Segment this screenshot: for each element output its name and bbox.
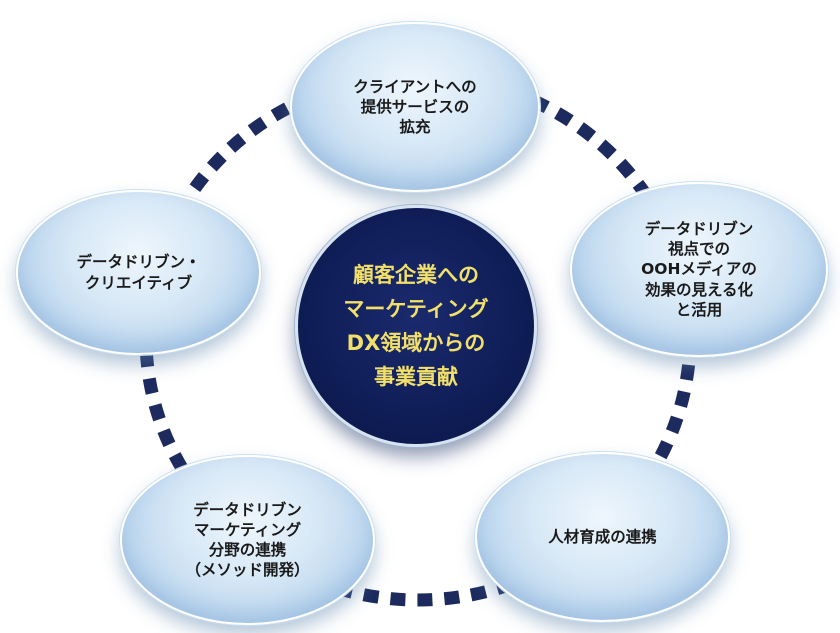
node-ooh-media-label: データドリブン 視点での OOHメディアの 効果の見える化 と活用 <box>641 220 757 319</box>
node-bottom-left-marketing-label: データドリブン マーケティング 分野の連携 （メソッド開発） <box>185 500 310 580</box>
node-hr-development-label: 人材育成の連携 <box>548 527 657 546</box>
node-left-creative-label: データドリブン・ クリエイティブ <box>76 253 201 292</box>
center-core-label: 顧客企業への マーケティング DX領域からの 事業貢献 <box>343 262 489 390</box>
node-ooh-media: データドリブン 視点での OOHメディアの 効果の見える化 と活用 <box>570 182 828 357</box>
node-left-creative: データドリブン・ クリエイティブ <box>16 190 261 355</box>
node-client-services-label: クライアントへの 提供サービスの 拡充 <box>353 77 477 137</box>
center-core-circle: 顧客企業への マーケティング DX領域からの 事業貢献 <box>295 205 537 447</box>
node-client-services: クライアントへの 提供サービスの 拡充 <box>290 22 540 192</box>
node-bottom-left-marketing: データドリブン マーケティング 分野の連携 （メソッド開発） <box>120 455 375 625</box>
node-hr-development: 人材育成の連携 <box>475 452 730 622</box>
